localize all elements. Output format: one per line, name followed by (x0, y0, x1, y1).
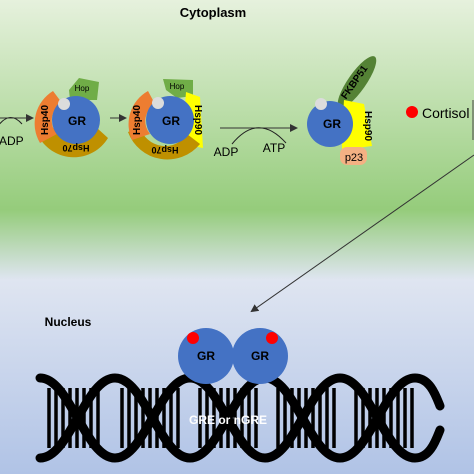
hop-protein-1 (69, 78, 99, 100)
gr-label-dimer-left: GR (197, 349, 215, 363)
hsp70-label-2: Hsp70 (151, 145, 178, 155)
gr-receptor-3 (307, 101, 353, 147)
gr-binding-pocket-1 (58, 98, 70, 110)
hsp70-label-1: Hsp70 (62, 143, 89, 153)
hsp90-label-2: Hsp90 (192, 105, 203, 135)
gr-binding-pocket-3 (315, 98, 327, 110)
hsp90-label-3: Hsp90 (362, 111, 373, 141)
left-adp-label: ADP (0, 134, 24, 148)
cytoplasm-title: Cytoplasm (180, 5, 246, 20)
cortisol-bound-left (187, 332, 199, 344)
cortisol-label: Cortisol (422, 105, 469, 121)
hsp70-protein-2 (128, 127, 200, 160)
hsp40-protein-2 (128, 91, 155, 140)
hsp40-label-2: Hsp40 (132, 105, 143, 135)
adp-atp-exchange-arc (231, 127, 287, 145)
complex-2: Hop GR Hsp40 Hsp70 Hsp90 (128, 79, 203, 160)
nucleus-title: Nucleus (45, 315, 92, 329)
p23-protein (340, 147, 367, 165)
gr-label-1: GR (68, 114, 86, 128)
hsp40-protein-1 (34, 91, 62, 143)
cortisol-icon (406, 106, 418, 118)
atp-label: ATP (263, 141, 285, 155)
adp-label: ADP (214, 145, 239, 159)
p23-label: p23 (345, 152, 363, 164)
complex-1: Hop GR Hsp40 Hsp70 (34, 78, 108, 158)
hsp40-label-1: Hsp40 (40, 105, 51, 135)
fkbp51-protein (337, 56, 377, 108)
hop-protein-2 (163, 79, 193, 98)
cortisol-bound-right (266, 332, 278, 344)
dna-label: GRE or nGRE (189, 413, 267, 427)
dna-strand-a (35, 373, 445, 463)
gr-binding-pocket-2 (152, 97, 164, 109)
hop-label-1: Hop (75, 84, 90, 93)
gr-label-2: GR (162, 114, 180, 128)
gr-dimer: GR GR (178, 328, 288, 384)
hop-label-2: Hop (170, 82, 185, 91)
gr-label-dimer-right: GR (251, 349, 269, 363)
translocation-arrow (250, 154, 474, 313)
region-transition (0, 210, 474, 280)
gr-label-3: GR (323, 117, 341, 131)
complex-3: FKBP51 p23 GR Hsp90 (307, 56, 377, 165)
